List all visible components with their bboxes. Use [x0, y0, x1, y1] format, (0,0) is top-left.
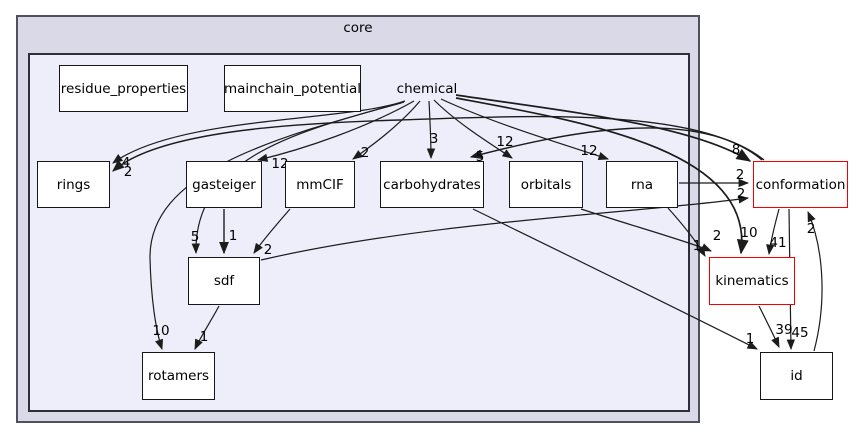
node-label-conformation: conformation: [755, 176, 846, 193]
node-label-rna: rna: [630, 176, 654, 193]
edge-label-chemical-kinematics: 10: [740, 225, 757, 241]
edge-label-orbitals-kinematics: 2: [713, 228, 722, 244]
edge-id-to-conformation: [807, 211, 823, 352]
node-conformation[interactable]: conformation: [753, 161, 848, 208]
edge-conformation-to-kinematics: [766, 208, 780, 256]
edge-label-conformation-id: 45: [791, 325, 808, 341]
node-kinematics[interactable]: kinematics: [709, 257, 795, 305]
node-carbohydrates[interactable]: carbohydrates: [380, 161, 484, 208]
node-rna[interactable]: rna: [606, 161, 678, 208]
edge-label-id-conformation: 2: [807, 221, 816, 237]
node-orbitals[interactable]: orbitals: [509, 161, 583, 208]
node-label-residue_properties: residue_properties: [60, 80, 187, 97]
node-label-rotamers: rotamers: [147, 368, 210, 384]
edge-label-kinematics-id: 39: [775, 322, 792, 338]
node-rings[interactable]: rings: [37, 161, 110, 208]
node-label-sdf: sdf: [213, 273, 235, 289]
cluster-core-label: core: [343, 20, 373, 36]
node-mainchain_potential[interactable]: mainchain_potential: [224, 65, 361, 112]
node-residue_properties[interactable]: residue_properties: [59, 65, 188, 112]
node-id[interactable]: id: [760, 352, 833, 400]
node-label-kinematics: kinematics: [715, 273, 789, 289]
node-label-gasteiger: gasteiger: [192, 176, 256, 193]
node-chemical: chemical: [396, 81, 458, 97]
edge-label-chemical-conformation: 8: [732, 142, 741, 158]
edge-label-sdf-conformation: 2: [737, 186, 746, 202]
node-label-id: id: [790, 368, 803, 384]
node-mmCIF[interactable]: mmCIF: [285, 161, 355, 208]
edge-kinematics-to-id: [758, 305, 780, 348]
edge-label-rna-conformation: 2: [736, 167, 745, 183]
node-label-mmCIF: mmCIF: [296, 176, 344, 193]
node-label-mainchain_potential: mainchain_potential: [223, 80, 362, 97]
node-label-orbitals: orbitals: [520, 176, 572, 193]
node-gasteiger[interactable]: gasteiger: [186, 161, 262, 208]
edge-label-conformation-kinematics: 41: [769, 235, 786, 251]
node-rotamers[interactable]: rotamers: [142, 352, 215, 400]
edge-label-carbohydrates-id: 1: [746, 331, 755, 347]
node-sdf[interactable]: sdf: [188, 257, 260, 305]
node-label-carbohydrates: carbohydrates: [383, 176, 481, 193]
node-label-rings: rings: [56, 176, 91, 193]
